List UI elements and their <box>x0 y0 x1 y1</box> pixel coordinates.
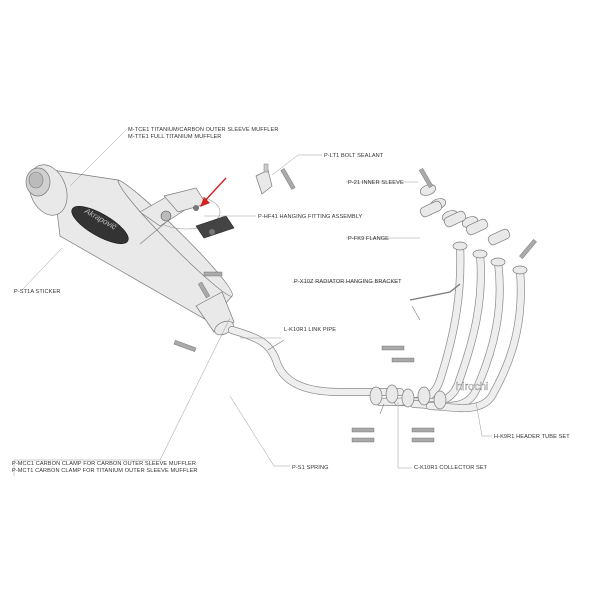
label-spring: P-S1 SPRING <box>292 465 329 471</box>
label-radiator-bracket: P-X10Z RADIATOR HANGING BRACKET <box>294 279 402 285</box>
leader-lines <box>13 129 492 476</box>
label-bolt-sealant: P-LT1 BOLT SEALANT <box>324 153 384 159</box>
link-pipe-joint <box>267 339 285 351</box>
header-tube-set <box>376 241 528 412</box>
highlight-arrow <box>200 177 227 207</box>
watermark-text: hirochi <box>456 381 488 393</box>
collector-set <box>228 326 447 410</box>
label-link-pipe: L-K10R1 LINK PIPE <box>284 327 336 333</box>
label-header-tube: H-K9R1 HEADER TUBE SET <box>494 434 570 440</box>
flanges <box>419 200 511 246</box>
label-hanging-fitting: P-HF41 HANGING FITTING ASSEMBLY <box>258 214 362 220</box>
springs <box>173 168 537 443</box>
label-muffler-full-titanium: M-TTE1 FULL TITANIUM MUFFLER <box>128 134 221 140</box>
label-carbon-clamp-carbon: P-MCC1 CARBON CLAMP FOR CARBON OUTER SLE… <box>12 461 196 467</box>
label-carbon-clamp-titanium: P-MCT1 CARBON CLAMP FOR TITANIUM OUTER S… <box>12 468 198 474</box>
label-inner-sleeve: P-21 INNER SLEEVE <box>348 180 404 186</box>
radiator-hanging-bracket <box>409 283 461 301</box>
label-collector: C-K10R1 COLLECTOR SET <box>414 465 488 471</box>
label-flange: P-FK9 FLANGE <box>348 236 389 242</box>
label-sticker: P-ST1A STICKER <box>14 289 60 295</box>
bolt <box>379 403 385 415</box>
label-muffler-titanium-carbon: M-TCE1 TITANIUM/CARBON OUTER SLEEVE MUFF… <box>128 127 278 133</box>
bolt-sealant <box>255 163 273 195</box>
muffler <box>25 164 235 336</box>
bolt <box>411 305 421 321</box>
